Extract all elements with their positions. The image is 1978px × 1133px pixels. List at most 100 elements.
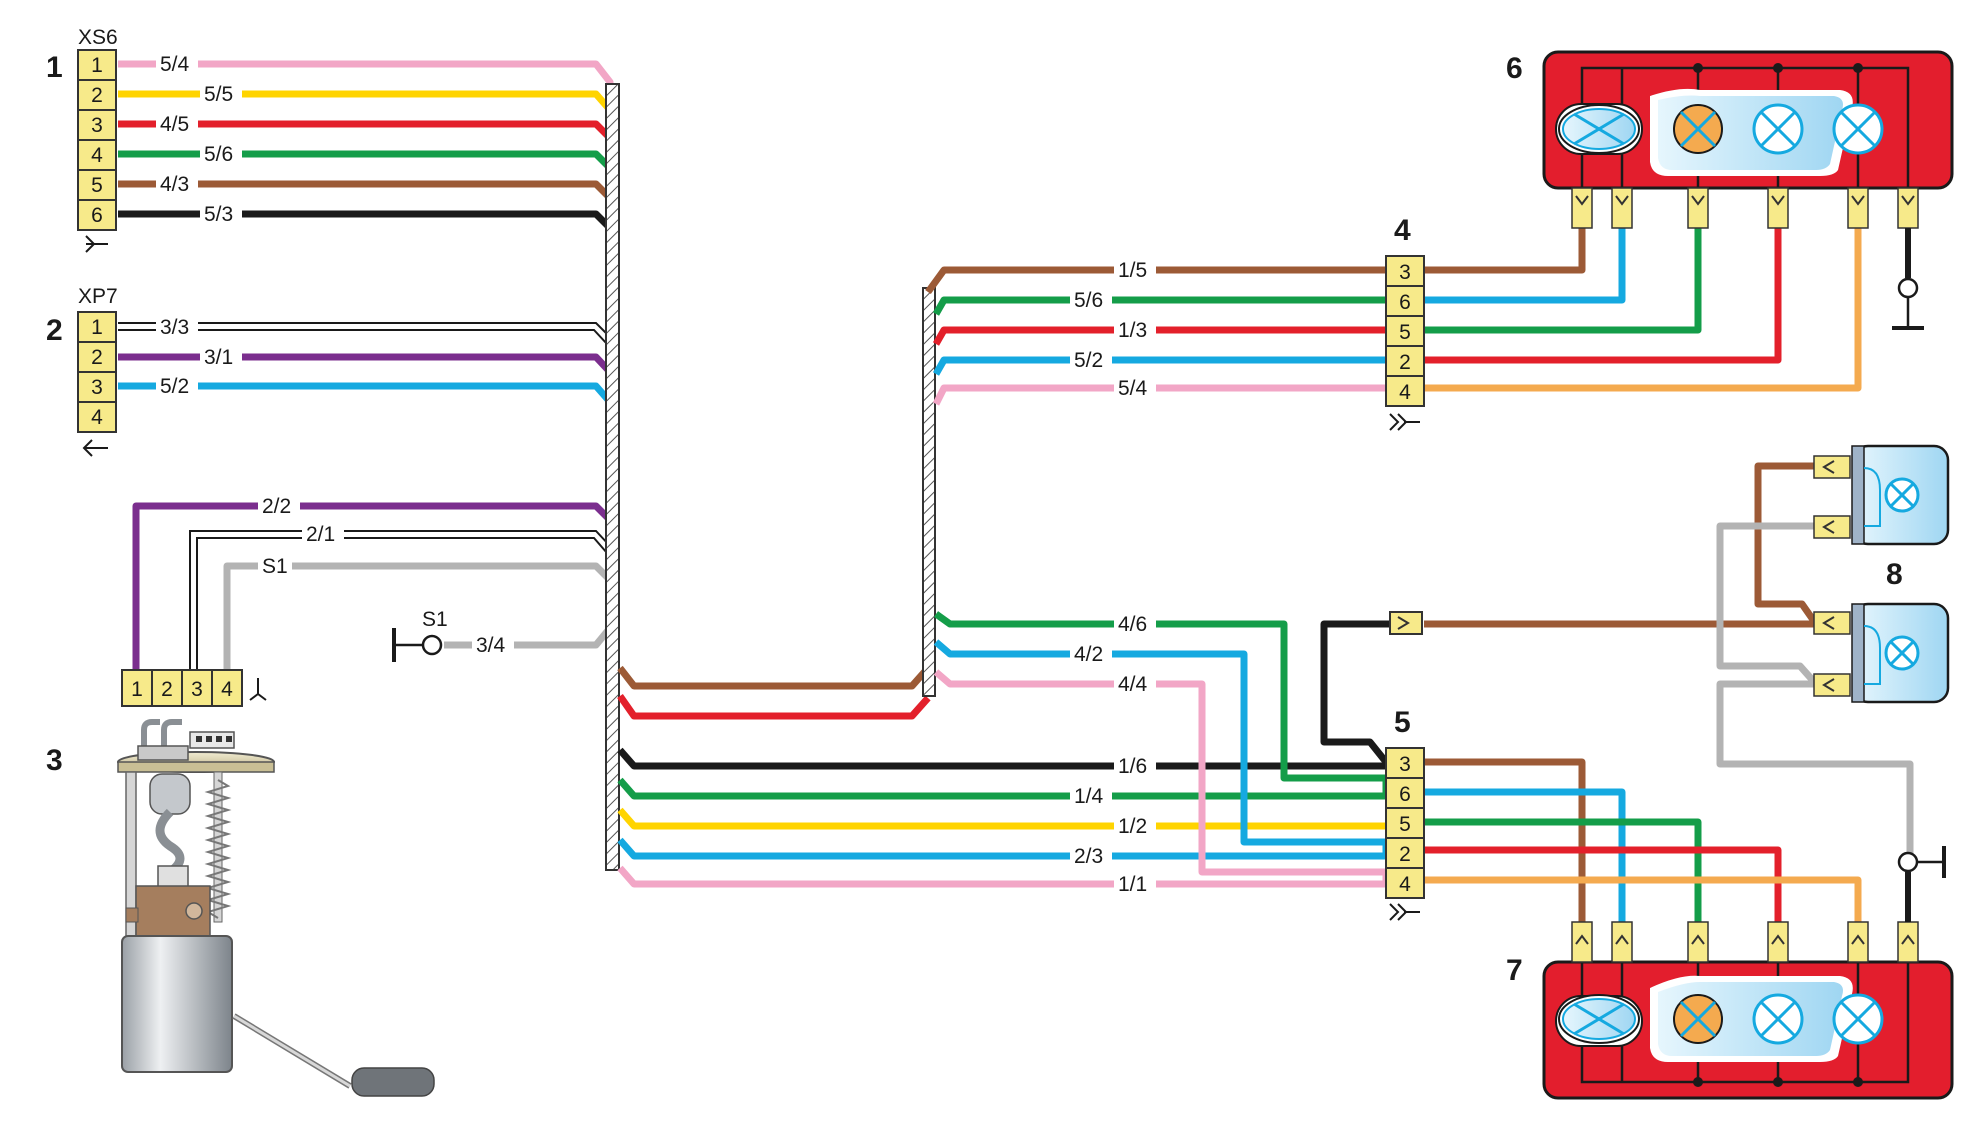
wire-label: 1/4 [1074,785,1104,808]
pump-pin: 2 [161,678,173,701]
wire-c5-to-7-orange [1424,876,1862,922]
wire-label: 4/5 [160,113,189,136]
license-lamp-upper [1813,444,1950,546]
c5-pin: 2 [1399,843,1411,866]
c5-pin: 6 [1399,783,1411,806]
connector-label-xp7: XP7 [78,285,118,308]
terminal-black-loop [1389,611,1423,635]
wire-c4-to-6-blue [1424,228,1626,304]
bulb-icon [1832,103,1884,155]
xp7-pin: 3 [91,376,103,399]
xs6-pin: 3 [91,114,103,137]
wire-c5-to-7-brown [1424,758,1586,922]
wire-mid-brown [617,665,931,690]
wire-label: 4/2 [1074,643,1103,666]
component-number-7: 7 [1506,954,1523,987]
bulb-icon [1673,994,1723,1044]
wire-c4-4 [932,356,1386,376]
wire-label: 1/5 [1118,259,1147,282]
connector-pair-icon [1389,903,1420,921]
wire-label: 5/2 [160,375,189,398]
socket-symbol-icon [85,235,108,253]
wire-label: 4/3 [160,173,189,196]
pump-pin: 4 [221,678,233,701]
wire-c4-to-6-orange [1424,228,1862,392]
wire-label: 4/6 [1118,613,1147,636]
ground-label-s1: S1 [422,608,448,631]
connector-pair-icon [1389,413,1420,431]
wire-mid-red [617,693,931,720]
ground-s1-terminal: S1 [392,608,448,662]
wire-label: 5/5 [204,83,233,106]
wire-label: 2/1 [306,523,335,546]
bulb-icon [1558,994,1640,1044]
wire-c4-to-6-green [1424,228,1702,334]
wire-c4-to-6-red [1424,228,1782,364]
wire-label: 5/6 [204,143,233,166]
plug-symbol-icon [82,439,108,457]
wire-black-loop [1320,620,1390,765]
bulb-icon [1832,993,1884,1045]
connector-label-xs6: XS6 [78,26,118,49]
left-wires [118,60,614,670]
bulb-icon [1558,104,1640,154]
c4-pin: 3 [1399,261,1411,284]
xs6-pin: 2 [91,84,103,107]
xp7-pin: 2 [91,346,103,369]
c4-pin: 2 [1399,351,1411,374]
wire-label: 5/3 [204,203,233,226]
wire-label: 3/3 [160,316,189,339]
connector-4: 4 3 6 5 2 4 [1385,214,1425,431]
component-number-1: 1 [46,51,63,84]
fuel-pump-module-icon [117,719,435,1097]
wire-c4-5 [932,384,1386,406]
wire-label: 1/2 [1118,815,1147,838]
wire-label: 3/1 [204,346,233,369]
c4-pin: 5 [1399,321,1411,344]
wire-8-gray [1716,522,1819,687]
harness-bar-right [922,287,936,697]
bulb-icon [1752,103,1804,155]
connector-5: 5 3 6 5 2 4 [1385,706,1425,921]
harness-bar-left [605,83,620,871]
pump-pin: 3 [191,678,203,701]
wire-xp7-2 [118,353,613,375]
wire-label: S1 [262,555,288,578]
c4-pin: 4 [1399,381,1411,404]
component-number-4: 4 [1394,214,1411,247]
c5-pin: 5 [1399,813,1411,836]
wire-label: 5/4 [160,53,190,76]
wire-xs6-2 [118,90,613,113]
bulb-icon [1752,993,1804,1045]
c4-wires [925,228,1862,406]
xp7-pin-block: 1 2 3 4 [77,311,117,433]
wire-label: 1/3 [1118,319,1147,342]
xs6-pin: 4 [91,144,103,167]
pump-pin: 1 [131,678,143,701]
wire-8-gray-down [1716,680,1914,862]
wire-label: 5/6 [1074,289,1103,312]
wire-c4-to-6-brown [1424,228,1586,274]
license-lamps-8: 8 [1813,444,1950,704]
wire-c5-1 [617,747,1386,770]
xs6-pin: 6 [91,204,103,227]
component-number-5: 5 [1394,706,1411,739]
license-lamp-lower [1813,602,1950,704]
wire-xs6-6 [118,210,613,231]
wire-c4-1 [925,266,1386,295]
wire-label: 4/4 [1118,673,1148,696]
wire-xs6-4 [118,150,613,171]
wire-pump-2 [189,530,611,670]
middle-wires [617,665,1386,888]
wire-labels: 5/4 5/5 4/5 5/6 4/3 5/3 3/3 3/1 5/2 2/2 … [156,52,1156,896]
plug-symbol-icon [249,678,267,701]
xs6-pin-block: 1 2 3 4 5 6 [77,49,117,231]
component-number-3: 3 [46,744,63,777]
wire-label: 1/1 [1118,873,1147,896]
wire-label: 2/3 [1074,845,1103,868]
wire-label: 5/2 [1074,349,1103,372]
wire-c5-to-7-blue [1424,788,1626,922]
component-number-8: 8 [1886,558,1903,591]
wire-c5-to-7-red [1424,846,1782,922]
wire-c4-2 [932,296,1386,316]
